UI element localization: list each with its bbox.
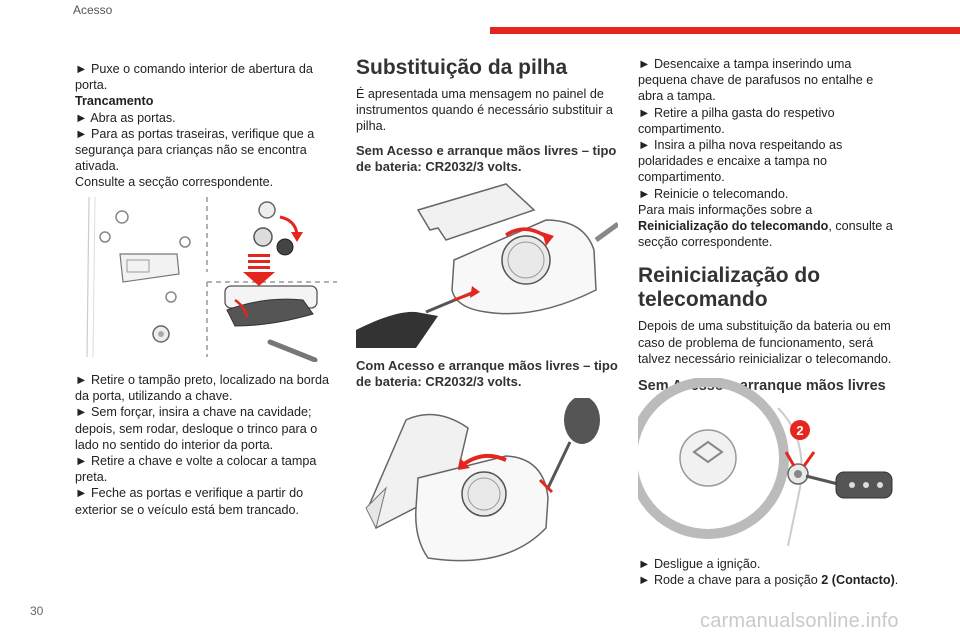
paragraph: ► Abra as portas.	[75, 110, 176, 125]
paragraph: Para mais informações sobre a Reiniciali…	[638, 202, 893, 250]
section-title: Acesso	[73, 3, 113, 17]
paragraph: ► Desencaixe a tampa inserindo uma peque…	[638, 57, 874, 104]
column-3-lower: ► Desligue a ignição. ► Rode a chave par…	[638, 556, 900, 588]
battery-replacement-illustration-2	[365, 398, 600, 562]
section-heading: Substituição da pilha	[356, 56, 568, 79]
paragraph: ► Retire o tampão preto, localizado na b…	[75, 373, 329, 404]
paragraph: Consulte a secção correspondente.	[75, 175, 274, 190]
paragraph: ► Retire a pilha gasta do respetivo comp…	[638, 105, 835, 136]
column-3: ► Desencaixe a tampa inserindo uma peque…	[638, 56, 900, 395]
subheading: Sem Acesso e arranque mãos livres – tipo…	[356, 142, 617, 174]
ignition-key-illustration: 2	[638, 378, 893, 546]
door-lock-illustration	[86, 196, 337, 362]
section-heading: Reinicialização do telecomando	[638, 264, 821, 312]
paragraph: ► Para as portas traseiras, verifique qu…	[75, 126, 315, 174]
paragraph: ► Reinicie o telecomando.	[638, 186, 789, 201]
paragraph: ► Feche as portas e verifique a partir d…	[75, 486, 304, 517]
cross-reference: Reinicialização do telecomando	[638, 219, 829, 234]
paragraph: ► Insira a pilha nova respeitando as pol…	[638, 138, 843, 185]
paragraph: Depois de uma substituição da bateria ou…	[638, 319, 892, 366]
paragraph: ► Desligue a ignição.	[638, 557, 761, 571]
paragraph: ► Puxe o comando interior de abertura da…	[75, 62, 313, 93]
paragraph: ► Sem forçar, insira a chave na cavidade…	[75, 405, 318, 452]
paragraph: ► Retire a chave e volte a colocar a tam…	[75, 454, 317, 485]
position-badge: 2	[796, 423, 803, 438]
paragraph: ► Rode a chave para a posição 2 (Contact…	[638, 573, 899, 588]
subheading: Com Acesso e arranque mãos livres – tipo…	[356, 358, 618, 389]
battery-replacement-illustration-1	[356, 183, 618, 348]
lock-heading: Trancamento	[75, 94, 154, 109]
header-accent-bar	[490, 27, 960, 34]
column-1-lower: ► Retire o tampão preto, localizado na b…	[75, 372, 337, 518]
column-1: ► Puxe o comando interior de abertura da…	[75, 61, 337, 191]
column-2: Substituição da pilha É apresentada uma …	[356, 56, 618, 175]
paragraph: É apresentada uma mensagem no painel de …	[356, 87, 613, 134]
watermark: carmanualsonline.info	[700, 610, 899, 632]
page-number: 30	[30, 604, 44, 618]
column-2-lower: Com Acesso e arranque mãos livres – tipo…	[356, 358, 618, 390]
key-position: 2 (Contacto)	[821, 573, 895, 588]
